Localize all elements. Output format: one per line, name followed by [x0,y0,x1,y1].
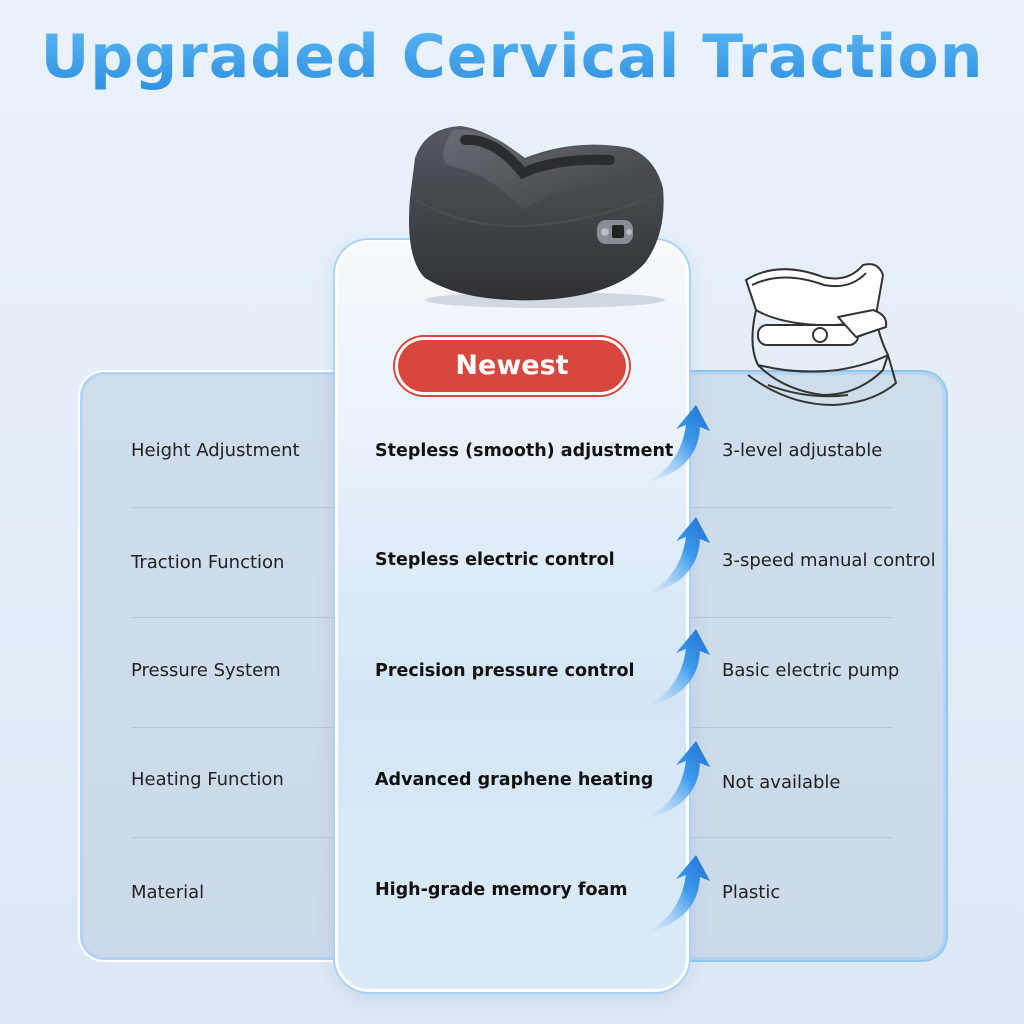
featured-value: High-grade memory foam [375,880,628,900]
competitor-value: 3-speed manual control [722,550,936,571]
competitor-value: Plastic [722,882,781,903]
competitor-value: Basic electric pump [722,660,900,681]
upward-curved-arrow-icon [644,741,710,819]
featured-value: Stepless (smooth) adjustment [375,441,674,461]
competitor-value: Not available [722,772,841,793]
upward-curved-arrow-icon [644,517,710,595]
competitor-value: 3-level adjustable [722,440,883,461]
featured-value: Precision pressure control [375,661,635,681]
newest-badge: Newest [398,340,626,392]
featured-value: Advanced graphene heating [375,770,654,790]
feature-label: Traction Function [131,552,285,573]
upward-curved-arrow-icon [644,629,710,707]
upward-curved-arrow-icon [644,855,710,933]
page-title: Upgraded Cervical Traction [0,22,1024,92]
feature-label: Heating Function [131,769,284,790]
inflatable-collar-image [745,263,897,406]
neck-traction-pillow-image [409,126,665,308]
feature-label: Pressure System [131,660,281,681]
feature-label: Material [131,882,205,903]
featured-value: Stepless electric control [375,550,615,570]
feature-label: Height Adjustment [131,440,300,461]
upward-curved-arrow-icon [644,405,710,483]
